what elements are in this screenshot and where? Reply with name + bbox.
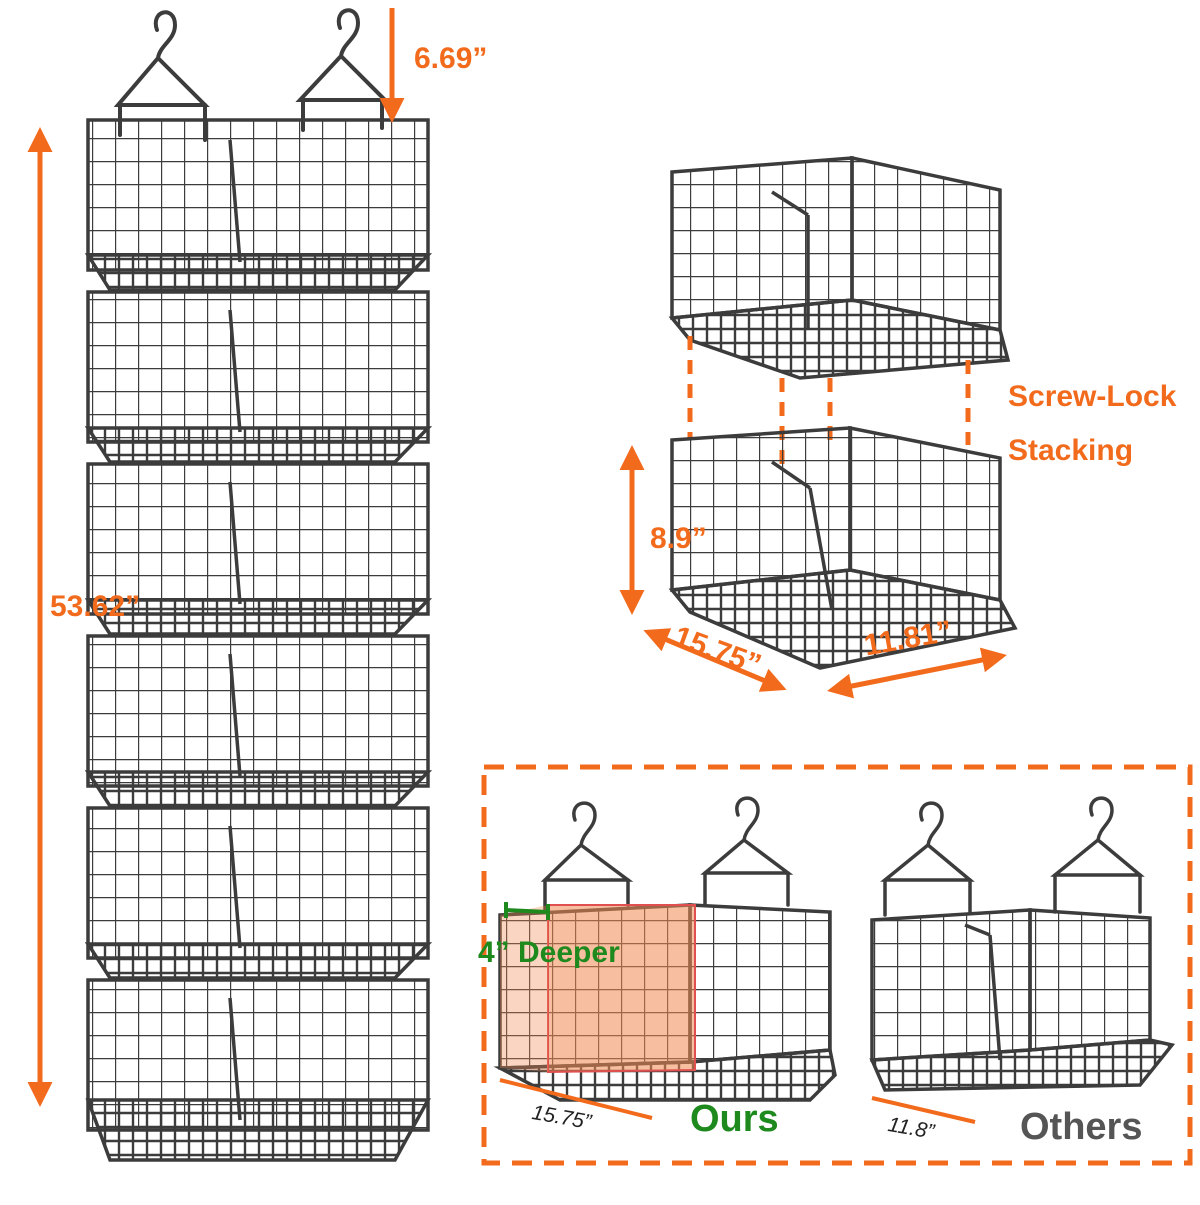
basket-height-label: 8.9” — [650, 522, 707, 555]
hanger-hook-icon — [700, 796, 794, 875]
hanger-hook-icon — [540, 801, 634, 882]
ours-basket — [493, 796, 837, 1102]
tower-basket-6 — [85, 978, 431, 1162]
others-label: Others — [1020, 1106, 1143, 1148]
others-depth-line — [871, 1096, 976, 1124]
hanger-hook-icon — [880, 801, 975, 882]
ours-label: Ours — [690, 1098, 779, 1140]
tower-basket-5 — [84, 806, 433, 980]
tower-basket-4 — [84, 634, 433, 808]
tower-basket-1 — [84, 118, 433, 292]
hanger-hook-icon — [295, 8, 390, 102]
total-height-label: 53.62” — [50, 590, 141, 623]
hanger-hook-icon — [1050, 796, 1145, 877]
comparison-box — [481, 764, 1193, 1166]
hook-height-label: 6.69” — [414, 42, 488, 75]
deeper-highlight — [547, 904, 696, 1074]
screw-lock-label: Screw-Lock — [1008, 380, 1177, 413]
basket-width-arrow — [827, 647, 1007, 699]
basket-depth-arrow — [643, 628, 787, 692]
tower-basket-3 — [84, 462, 433, 636]
stacking-label: Stacking — [1008, 434, 1134, 467]
tower-baskets — [84, 118, 433, 1162]
others-basket — [869, 796, 1176, 1092]
stack-bottom-basket — [668, 425, 1018, 670]
deeper-bracket — [504, 902, 550, 920]
ours-depth-line — [499, 1078, 653, 1120]
deeper-label: 4” Deeper — [478, 936, 620, 969]
stack-top-basket — [668, 155, 1011, 380]
hanger-hook-icon — [113, 10, 210, 107]
tower-basket-2 — [84, 290, 433, 464]
